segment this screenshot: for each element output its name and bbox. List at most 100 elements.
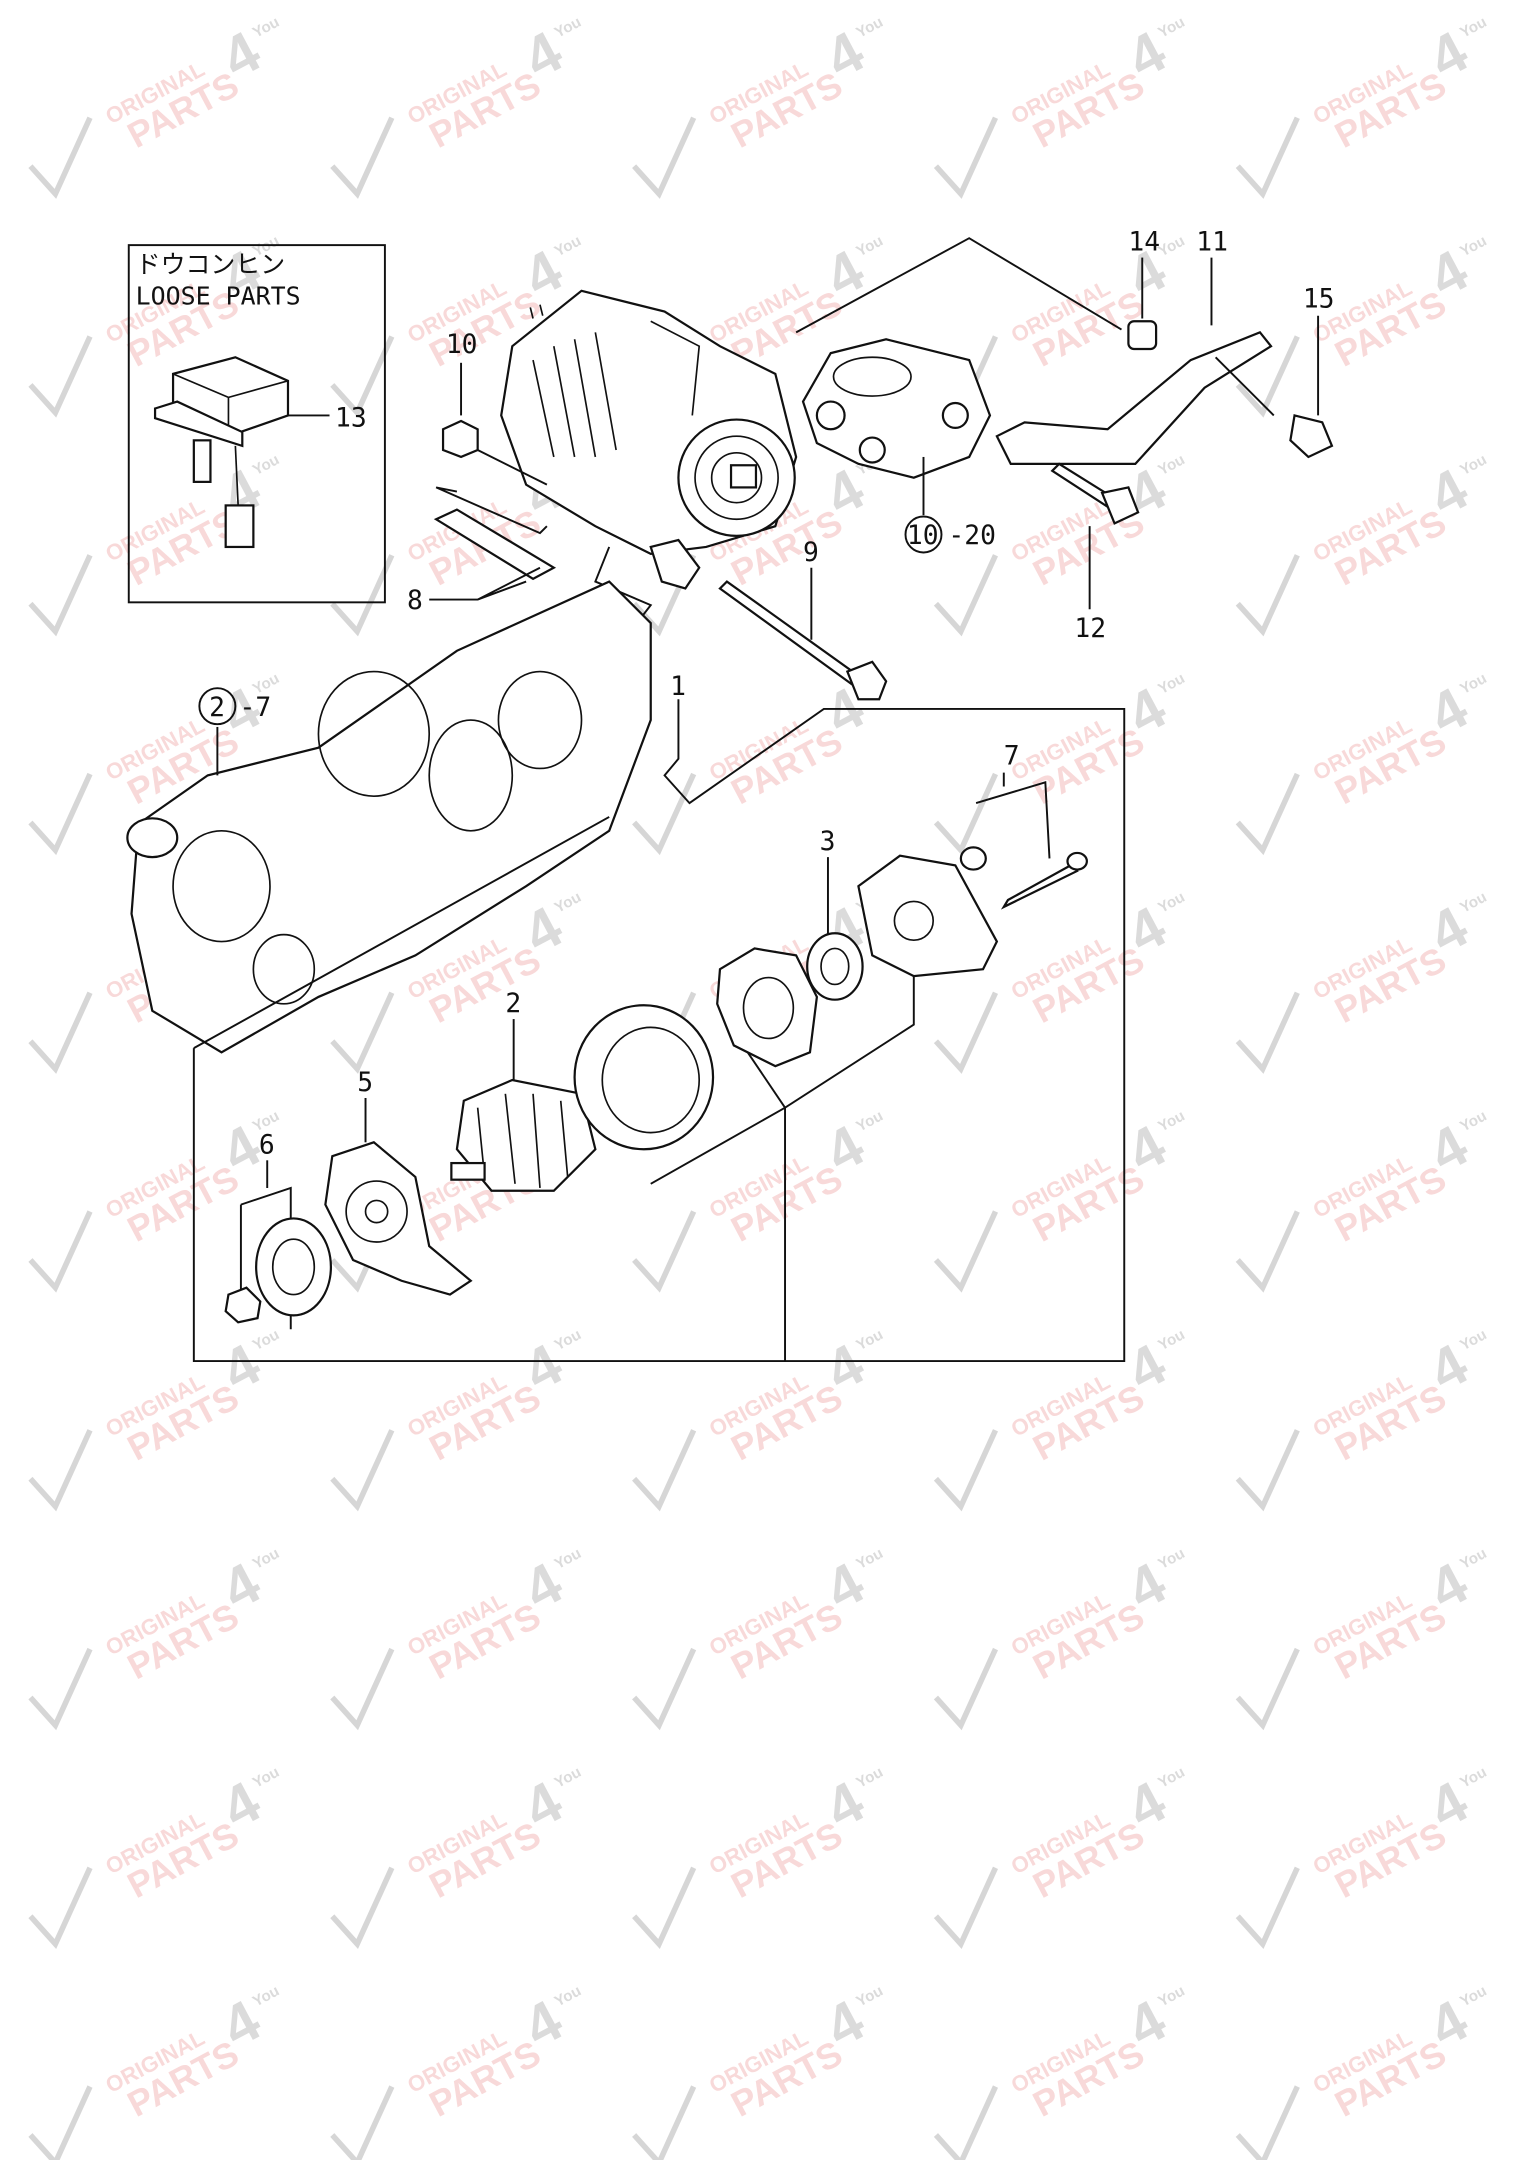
svg-text:You: You [1457,232,1489,260]
callout-1: 1 [670,672,686,702]
svg-text:You: You [854,1107,886,1135]
svg-text:You: You [854,1764,886,1792]
svg-text:You: You [250,1764,282,1792]
svg-text:You: You [1155,1982,1187,2010]
gear-case-part-2-7 [126,580,652,1054]
loose-parts-title-jp: ドウコンヒン [136,250,285,279]
svg-text:You: You [1457,670,1489,698]
svg-text:You: You [552,1326,584,1354]
callout-14: 14 [1128,228,1160,258]
svg-text:You: You [1155,232,1187,260]
bolt-part-15 [1289,414,1334,459]
callout-ref-10: 10 [907,521,939,551]
svg-text:You: You [1155,1545,1187,1573]
svg-text:You: You [552,1764,584,1792]
callout-2: 2 [505,989,521,1019]
spacer-part-14 [1127,320,1158,351]
svg-text:You: You [1155,1326,1187,1354]
callout-7: 7 [1004,741,1020,771]
callout-3: 3 [820,827,836,857]
bearing-part-3 [806,932,864,1001]
svg-text:You: You [250,1545,282,1573]
front-frame-part-5 [324,1141,473,1296]
callout-9: 9 [803,538,819,568]
svg-text:You: You [1155,14,1187,42]
svg-text:You: You [1155,451,1187,479]
bracket-part-10-20 [801,338,992,479]
svg-text:You: You [854,1545,886,1573]
sleeve-part-8 [433,508,557,581]
callout-12: 12 [1074,614,1106,644]
svg-text:You: You [1457,451,1489,479]
pulley-part-6 [224,1217,333,1324]
callout-15: 15 [1303,284,1335,314]
watermark-layer: ORIGINALPARTS4YouORIGINALPARTS4YouORIGIN… [28,14,1490,2160]
callout-ref-2-suffix: -7 [240,693,272,723]
relay-part-13 [153,356,290,549]
svg-text:You: You [1457,14,1489,42]
svg-text:You: You [1155,1764,1187,1792]
stay-part-11 [995,331,1273,465]
callout-6: 6 [259,1130,275,1160]
svg-text:You: You [1457,1982,1489,2010]
svg-text:You: You [250,1982,282,2010]
svg-text:You: You [1457,1545,1489,1573]
svg-text:You: You [552,889,584,917]
svg-text:You: You [250,451,282,479]
svg-text:You: You [552,14,584,42]
screw-nut-part-7 [959,846,1088,910]
rectifier-part [716,947,819,1068]
svg-text:You: You [1457,1107,1489,1135]
svg-text:You: You [854,232,886,260]
callout-13: 13 [335,403,367,433]
callout-8: 8 [407,586,423,616]
svg-text:You: You [250,1326,282,1354]
nut-part-10 [441,419,479,459]
callout-labels: 14 11 15 10 13 10 -20 9 12 8 1 2 -7 7 3 … [198,228,1335,1160]
callout-ref-10-suffix: -20 [948,521,996,551]
bolt-part-12 [1050,462,1140,525]
svg-text:You: You [552,1982,584,2010]
svg-text:You: You [1155,1107,1187,1135]
alternator-assembly [500,289,798,590]
rear-frame-part [857,854,999,978]
callout-ref-2: 2 [209,693,225,723]
callout-10: 10 [446,330,478,360]
svg-text:You: You [1457,889,1489,917]
svg-text:You: You [552,1545,584,1573]
svg-text:You: You [1155,889,1187,917]
svg-text:You: You [854,1326,886,1354]
svg-text:You: You [250,14,282,42]
svg-text:You: You [854,1982,886,2010]
loose-parts-box: ドウコンヒン LOOSE PARTS [127,244,386,604]
